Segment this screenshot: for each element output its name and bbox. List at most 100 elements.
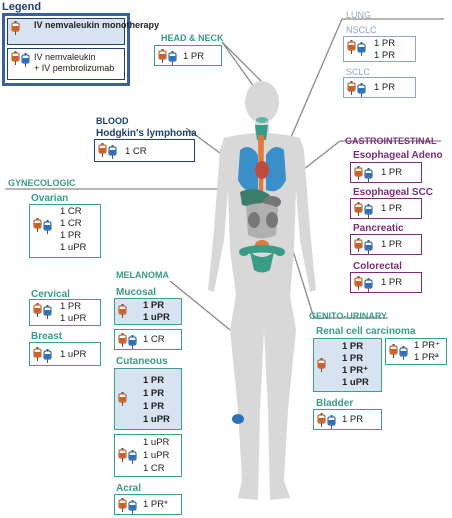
cutaneous-mono-response-1: 1 PR: [143, 375, 165, 386]
category-gastro: GASTROINTESTINAL: [345, 136, 437, 146]
tumor-hodgkin: Hodgkin's lymphoma: [96, 128, 197, 139]
ovarian-response-3: 1 PR: [60, 230, 82, 241]
acral-response: 1 PR*: [143, 499, 168, 510]
iv-bag-blue-icon: [168, 51, 177, 65]
iv-bag-blue-icon: [43, 349, 52, 363]
rcc-mono-response-3: 1 PR⁺: [342, 365, 369, 376]
iv-bag-blue-icon: [128, 335, 137, 349]
category-melanoma: MELANOMA: [116, 270, 169, 280]
hodgkin-box: [94, 139, 195, 162]
rcc-combo-box: [385, 338, 447, 365]
iv-bag-orange-icon: [354, 238, 363, 252]
nsclc-response-2: 1 PR: [374, 50, 396, 61]
iv-bag-orange-icon: [317, 413, 326, 427]
head-neck-response: 1 PR: [183, 51, 205, 62]
tumor-sclc: SCLC: [346, 67, 371, 77]
bladder-response: 1 PR: [342, 414, 364, 425]
category-head-neck: HEAD & NECK: [161, 33, 224, 43]
tumor-colorectal: Colorectal: [353, 261, 402, 272]
esoph-adeno-response: 1 PR: [381, 167, 403, 178]
iv-bag-blue-icon: [399, 346, 408, 360]
hodgkin-response: 1 CR: [125, 146, 147, 157]
iv-bag-blue-icon: [43, 305, 52, 319]
legend-combo-label-2: + IV pembrolizumab: [34, 63, 115, 73]
iv-bag-blue-icon: [128, 450, 137, 464]
iv-bag-orange-icon: [11, 51, 20, 65]
iv-bag-blue-icon: [327, 415, 336, 429]
cervical-response-2: 1 uPR: [60, 313, 87, 324]
cutaneous-mono-response-3: 1 PR: [143, 401, 165, 412]
ovarian-response-1: 1 CR: [60, 206, 82, 217]
ovarian-box: [29, 204, 101, 258]
cutaneous-mono-response-4: 1 uPR: [143, 414, 170, 425]
tumor-pancreatic: Pancreatic: [353, 223, 404, 234]
iv-bag-orange-icon: [118, 392, 127, 406]
tumor-cutaneous: Cutaneous: [116, 356, 168, 367]
iv-bag-orange-icon: [389, 344, 398, 358]
ovarian-response-4: 1 uPR: [60, 242, 87, 253]
iv-bag-orange-icon: [118, 333, 127, 347]
rcc-mono-response-1: 1 PR: [342, 341, 364, 352]
iv-bag-blue-icon: [43, 220, 52, 234]
iv-bag-orange-icon: [158, 49, 167, 63]
tumor-nsclc: NSCLC: [346, 25, 377, 35]
tumor-esoph-scc: Esophageal SCC: [353, 187, 434, 198]
iv-bag-blue-icon: [364, 240, 373, 254]
cutaneous-combo-response-1: 1 uPR: [143, 437, 170, 448]
cervical-response-1: 1 PR: [60, 301, 82, 312]
iv-bag-orange-icon: [347, 40, 356, 54]
iv-bag-blue-icon: [128, 500, 137, 514]
iv-bag-blue-icon: [357, 42, 366, 56]
cutaneous-combo-response-3: 1 CR: [143, 463, 165, 474]
rcc-combo-response-2: 1 PRª: [414, 352, 439, 363]
iv-bag-blue-icon: [364, 278, 373, 292]
legend-mono-label: IV nemvaleukin monotherapy: [34, 20, 160, 30]
category-lung: LUNG: [346, 10, 372, 20]
cutaneous-mono-response-2: 1 PR: [143, 388, 165, 399]
iv-bag-blue-icon: [21, 53, 30, 67]
rcc-combo-response-1: 1 PR⁺: [414, 340, 441, 351]
iv-bag-orange-icon: [11, 21, 20, 35]
iv-bag-orange-icon: [33, 218, 42, 232]
iv-bag-orange-icon: [347, 81, 356, 95]
legend-combo-label-1: IV nemvaleukin: [34, 52, 96, 62]
iv-bag-orange-icon: [118, 448, 127, 462]
iv-bag-orange-icon: [118, 498, 127, 512]
sclc-response: 1 PR: [374, 82, 396, 93]
human-body-silhouette: [208, 81, 316, 500]
nsclc-response-1: 1 PR: [374, 38, 396, 49]
pancreatic-response: 1 PR: [381, 239, 403, 250]
iv-bag-blue-icon: [364, 168, 373, 182]
iv-bag-orange-icon: [118, 304, 127, 318]
colorectal-response: 1 PR: [381, 277, 403, 288]
breast-response: 1 uPR: [60, 349, 87, 360]
tumor-cervical: Cervical: [31, 289, 70, 300]
category-blood: BLOOD: [96, 116, 129, 126]
legend-combo-entry: [7, 48, 125, 80]
tumor-acral: Acral: [116, 483, 142, 494]
iv-bag-orange-icon: [98, 143, 107, 157]
tumor-breast: Breast: [31, 331, 63, 342]
mucosal-combo-response: 1 CR: [143, 334, 165, 345]
category-gu: GENITO-URINARY: [309, 311, 388, 321]
esoph-scc-response: 1 PR: [381, 203, 403, 214]
iv-bag-orange-icon: [317, 358, 326, 372]
mucosal-mono-response-2: 1 uPR: [143, 312, 170, 323]
legend-mono-entry: [7, 18, 125, 45]
iv-bag-orange-icon: [33, 303, 42, 317]
rcc-mono-response-4: 1 uPR: [342, 377, 369, 388]
iv-bag-orange-icon: [33, 347, 42, 361]
iv-bag-blue-icon: [357, 83, 366, 97]
iv-bag-orange-icon: [354, 202, 363, 216]
ovarian-response-2: 1 CR: [60, 218, 82, 229]
mucosal-mono-response-1: 1 PR: [143, 300, 165, 311]
tumor-mucosal: Mucosal: [116, 287, 157, 298]
legend-title-text: Legend: [2, 1, 42, 13]
tumor-ovarian: Ovarian: [31, 193, 69, 204]
tumor-rcc: Renal cell carcinoma: [316, 326, 416, 337]
tumor-bladder: Bladder: [316, 398, 354, 409]
iv-bag-blue-icon: [108, 145, 117, 159]
tumor-esoph-adeno: Esophageal Adeno: [353, 150, 443, 161]
iv-bag-blue-icon: [364, 204, 373, 218]
rcc-mono-response-2: 1 PR: [342, 353, 364, 364]
